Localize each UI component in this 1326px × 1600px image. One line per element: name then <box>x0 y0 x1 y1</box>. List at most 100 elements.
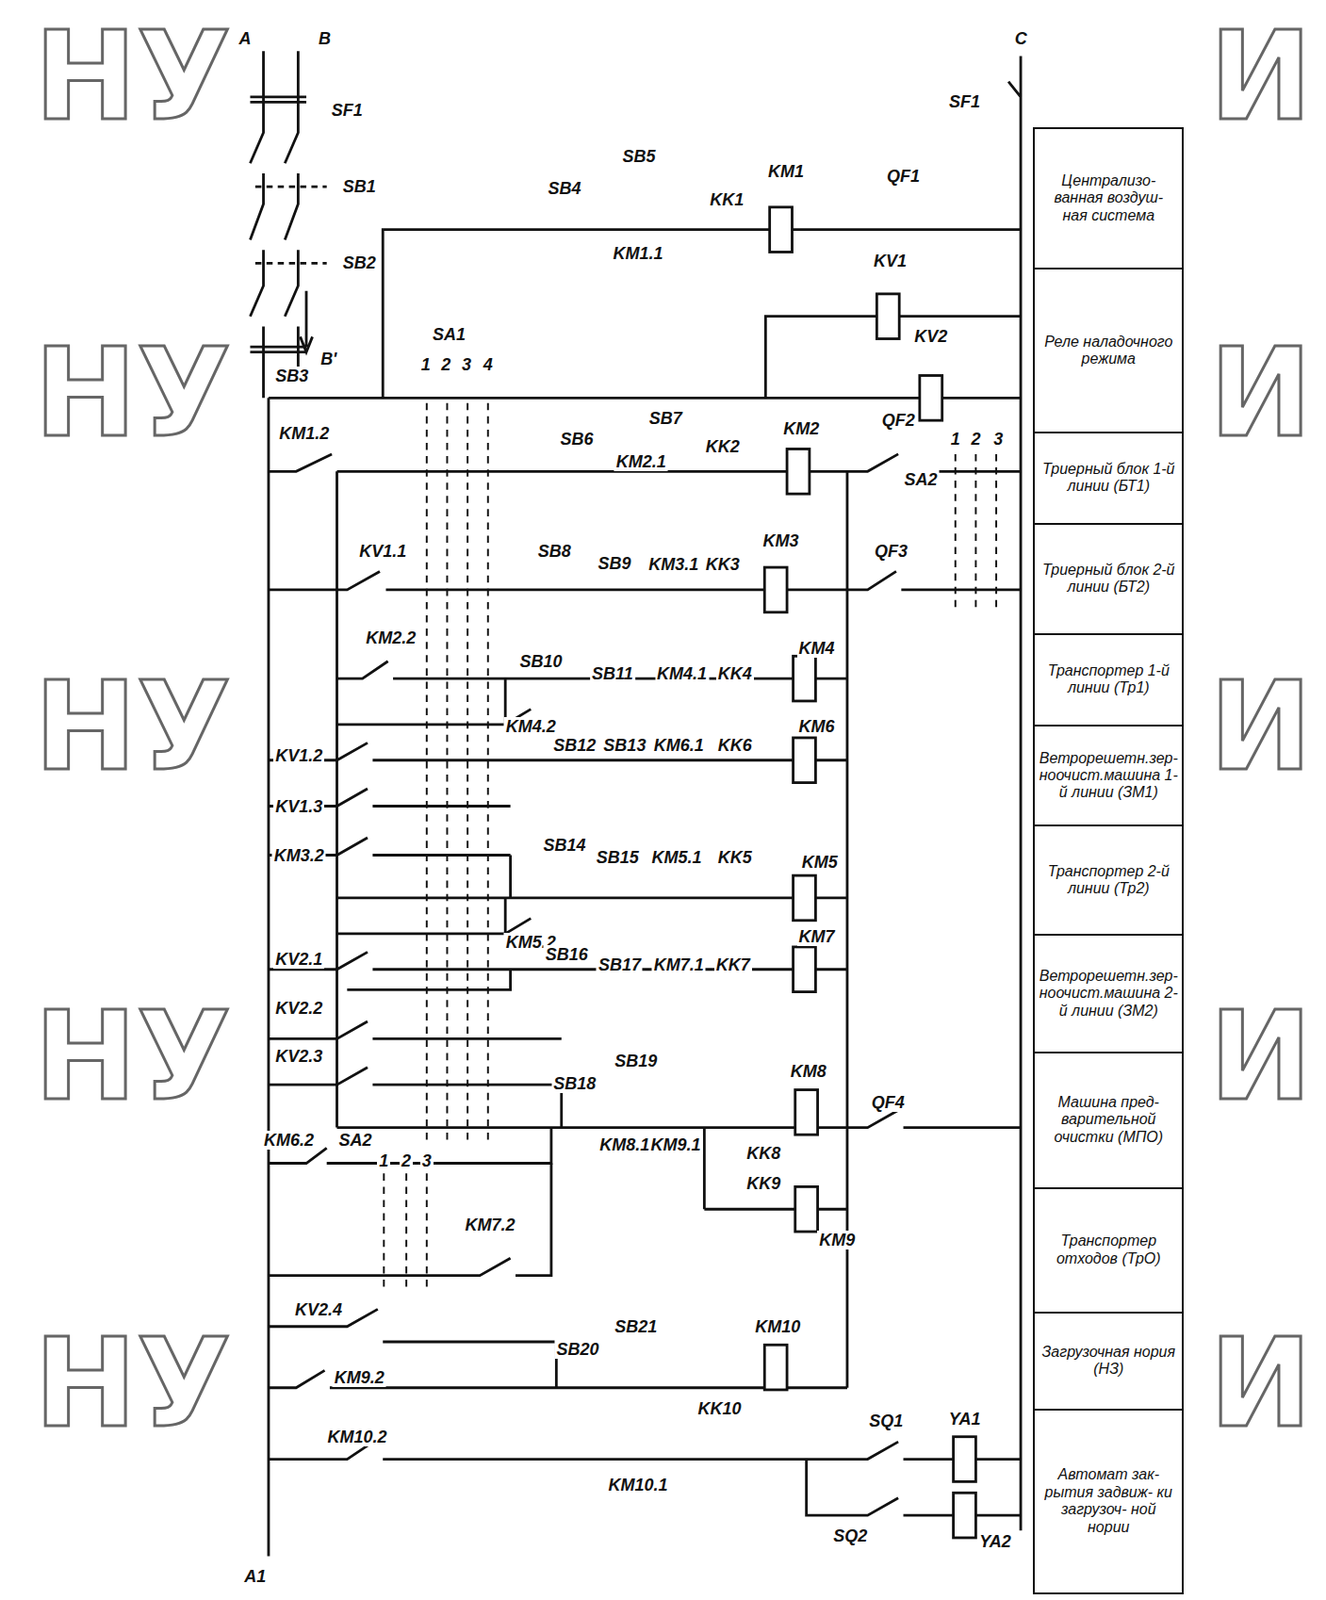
component-label: SB14 <box>540 835 588 855</box>
component-label: 1 <box>949 429 963 449</box>
component-label: KV1.2 <box>273 746 325 766</box>
load-name: Автомат зак- рытия задвиж- ки загрузоч- … <box>1039 1466 1178 1537</box>
component-label: KV1.1 <box>357 541 409 561</box>
component-label: KM6.2 <box>261 1130 316 1150</box>
component-label: SB12 <box>551 736 598 755</box>
component-label: KK4 <box>716 664 754 684</box>
component-label: B' <box>318 349 339 369</box>
component-label: QF1 <box>884 166 922 186</box>
component-label: KM4.2 <box>504 717 558 737</box>
watermark: НУ <box>33 331 231 455</box>
component-label: SB3 <box>273 366 311 386</box>
watermark: И <box>1209 665 1312 788</box>
load-name: Реле наладочного режима <box>1039 333 1178 369</box>
load-name: Триерный блок 1-й линии (БТ1) <box>1039 460 1178 496</box>
component-label: KK3 <box>703 555 742 574</box>
component-label: SQ2 <box>831 1526 869 1546</box>
watermark: И <box>1209 995 1312 1118</box>
component-label: KK9 <box>744 1174 783 1194</box>
component-label: KV2.1 <box>273 949 325 969</box>
component-label: KM6 <box>796 717 836 737</box>
component-label: KM8 <box>788 1062 829 1081</box>
component-label: KM1.1 <box>610 244 665 263</box>
load-box: Автомат зак- рытия задвиж- ки загрузоч- … <box>1032 1408 1184 1595</box>
component-label: 2 <box>399 1151 413 1171</box>
component-label: SB11 <box>589 664 636 684</box>
component-label: 2 <box>439 355 453 375</box>
component-label: SB4 <box>545 179 583 198</box>
component-label: SB6 <box>557 429 595 449</box>
load-box: Машина пред- варительной очистки (МПО) <box>1032 1051 1184 1190</box>
component-label: KM7.2 <box>462 1215 517 1235</box>
component-label: QF3 <box>872 541 910 561</box>
component-label: SA1 <box>430 325 468 344</box>
component-label: KK7 <box>714 955 753 975</box>
load-name: Машина пред- варительной очистки (МПО) <box>1039 1094 1178 1146</box>
component-label: KM7.1 <box>652 955 706 975</box>
component-label: SB15 <box>594 848 641 868</box>
load-name: Ветрорешетн.зер- ноочист.машина 1-й лини… <box>1039 750 1179 803</box>
component-label: KM3.2 <box>272 846 327 866</box>
component-label: KK10 <box>696 1399 744 1419</box>
component-label: KM1 <box>766 162 806 181</box>
component-label: KM2.1 <box>614 452 669 472</box>
component-label: KM10 <box>753 1317 803 1337</box>
watermark: НУ <box>33 1322 231 1445</box>
component-label: SB21 <box>612 1317 659 1337</box>
watermark: И <box>1209 1322 1312 1445</box>
load-box: Реле наладочного режима <box>1032 267 1184 434</box>
component-label: SF1 <box>329 100 365 120</box>
component-label: SA2 <box>901 470 939 490</box>
component-label: SB8 <box>536 541 573 561</box>
watermark: НУ <box>33 15 231 138</box>
component-label: KM7 <box>796 927 836 947</box>
component-label: A1 <box>242 1567 268 1587</box>
load-name: Централизо- ванная воздуш- ная система <box>1039 172 1178 225</box>
component-label: SB10 <box>518 652 565 672</box>
load-box: Централизо- ванная воздуш- ная система <box>1032 127 1184 269</box>
component-label: SB18 <box>551 1074 598 1094</box>
component-label: YA1 <box>947 1409 983 1429</box>
component-label: SA2 <box>336 1130 374 1150</box>
component-label: KK1 <box>707 190 746 210</box>
load-name: Триерный блок 2-й линии (БТ2) <box>1039 561 1178 597</box>
component-label: KM2 <box>781 419 821 439</box>
component-label: KM4.1 <box>654 664 709 684</box>
component-label: KV1 <box>871 251 909 271</box>
load-name: Транспортер 2-й линии (Тр2) <box>1039 863 1178 899</box>
component-label: KV2.4 <box>293 1300 344 1320</box>
component-label: KV1.3 <box>273 797 325 817</box>
watermark: НУ <box>33 665 231 788</box>
component-label: KM3.1 <box>646 555 701 574</box>
component-label: KM8.1 <box>597 1135 652 1155</box>
component-label: SB13 <box>601 736 648 755</box>
load-box: Ветрорешетн.зер- ноочист.машина 2-й лини… <box>1032 933 1184 1054</box>
component-label: KM9 <box>817 1230 857 1250</box>
load-name: Транспортер отходов (ТрО) <box>1039 1232 1178 1268</box>
component-label: SB9 <box>596 554 634 573</box>
component-label: KM10.2 <box>326 1427 390 1447</box>
component-label: KM3 <box>761 531 802 551</box>
load-box: Триерный блок 2-й линии (БТ2) <box>1032 523 1184 636</box>
component-label: SB1 <box>341 177 378 197</box>
component-label: YA2 <box>977 1532 1014 1552</box>
component-label: KM9.1 <box>649 1135 704 1155</box>
component-label: SB16 <box>543 945 590 965</box>
load-box: Ветрорешетн.зер- ноочист.машина 1-й лини… <box>1032 724 1184 827</box>
watermark: И <box>1209 331 1312 455</box>
component-label: 1 <box>419 355 433 375</box>
component-label: KV2.2 <box>273 998 325 1018</box>
component-label: KM4 <box>796 638 836 658</box>
component-label: SQ1 <box>867 1411 905 1431</box>
component-label: KK5 <box>716 848 754 868</box>
component-label: KM1.2 <box>277 424 331 443</box>
component-label: KK8 <box>744 1144 783 1163</box>
component-label: SB19 <box>612 1051 659 1071</box>
component-label: KK2 <box>703 437 742 457</box>
component-label: 1 <box>376 1151 391 1171</box>
component-label: 2 <box>968 429 983 449</box>
component-label: SB5 <box>621 147 658 166</box>
component-label: KM5 <box>800 852 840 872</box>
component-label: KV2.3 <box>273 1047 325 1066</box>
